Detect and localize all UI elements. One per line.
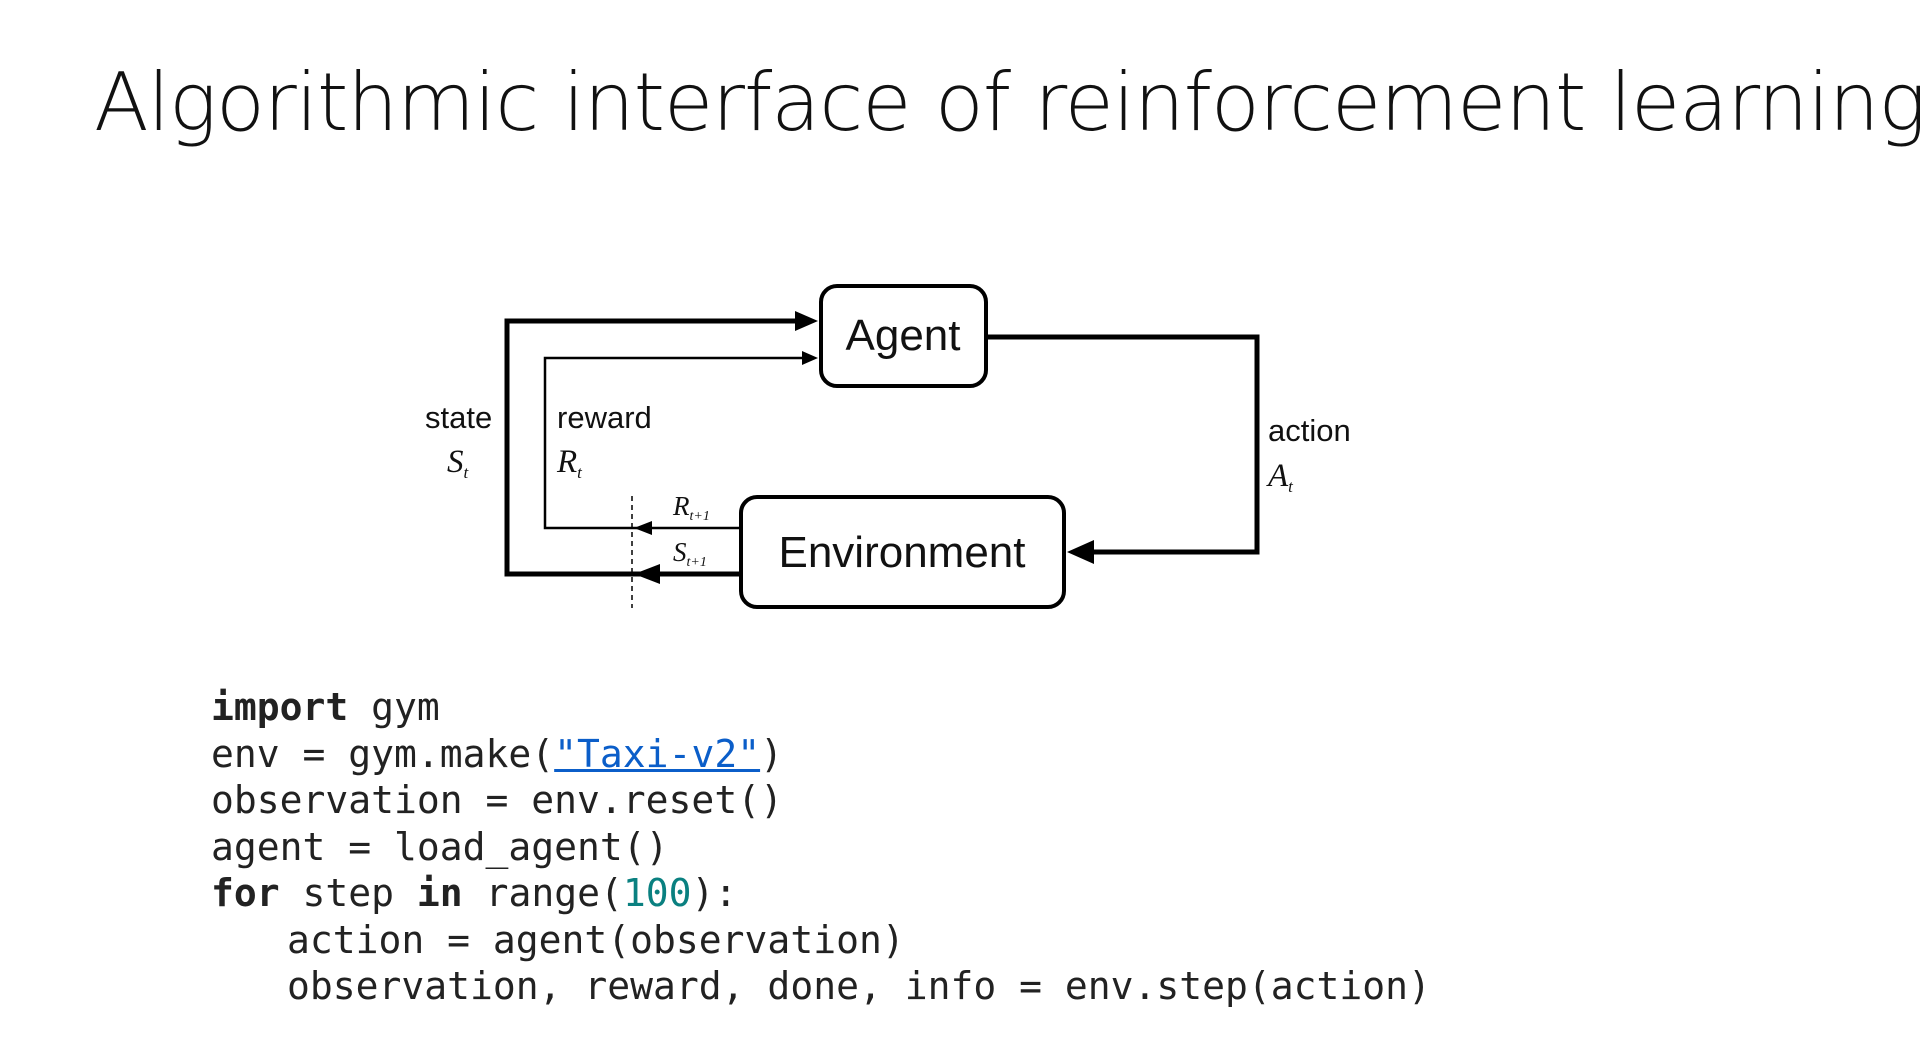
slide-title: Algorithmic interface of reinforcement l… bbox=[94, 56, 1920, 149]
agent-label: Agent bbox=[846, 311, 961, 360]
state-symbol: St bbox=[447, 444, 470, 482]
code-line: action = agent(observation) bbox=[287, 917, 905, 962]
reward-label: reward bbox=[557, 400, 652, 435]
action-label: action bbox=[1268, 413, 1351, 448]
reward-symbol: Rt bbox=[556, 444, 583, 482]
code-line: observation, reward, done, info = env.st… bbox=[287, 964, 1431, 1008]
environment-box: Environment bbox=[739, 495, 1066, 609]
state-arrow bbox=[504, 318, 800, 577]
code-line: for step in range(100): bbox=[211, 871, 738, 915]
state-label: state bbox=[425, 400, 492, 435]
action-symbol: At bbox=[1266, 458, 1294, 496]
code-line: import gym bbox=[211, 685, 440, 729]
action-arrow bbox=[988, 334, 1260, 555]
env-id-link[interactable]: "Taxi-v2" bbox=[554, 731, 761, 776]
code-line: agent = load_agent() bbox=[211, 824, 669, 869]
code-line: env = gym.make("Taxi-v2") bbox=[211, 731, 783, 776]
agent-box: Agent bbox=[819, 284, 988, 388]
environment-label: Environment bbox=[778, 528, 1025, 577]
next-reward-symbol: Rt+1 bbox=[672, 491, 710, 524]
code-line: observation = env.reset() bbox=[211, 778, 783, 822]
next-state-symbol: St+1 bbox=[673, 537, 707, 570]
